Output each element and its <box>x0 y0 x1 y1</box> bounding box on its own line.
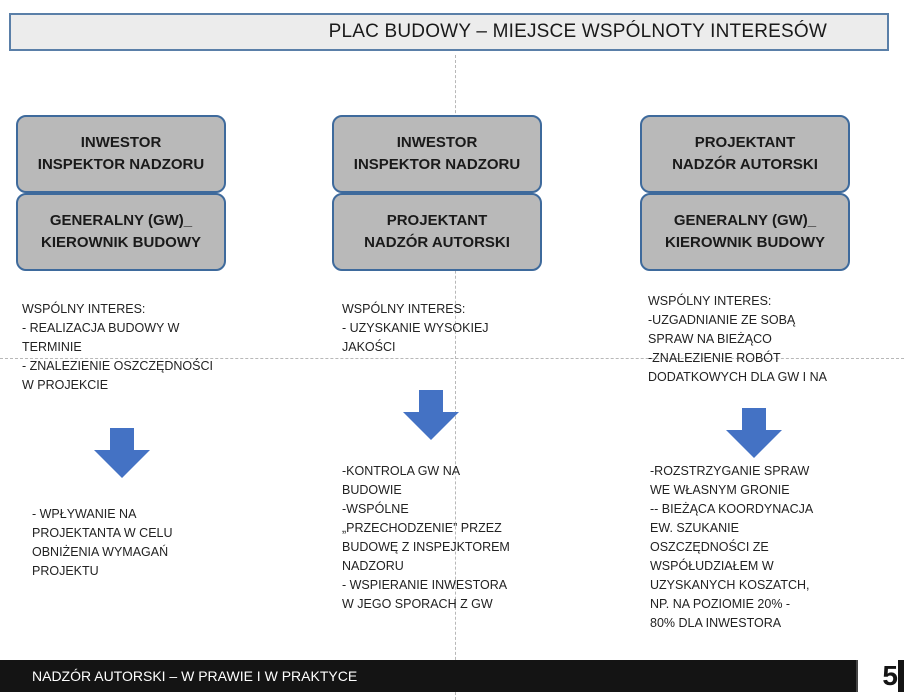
col1-interest-line: - ZNALEZIENIE OSZCZĘDNOŚCI <box>22 359 213 373</box>
col2-bottom-box: PROJEKTANT NADZÓR AUTORSKI <box>332 193 542 271</box>
col1-result-line: PROJEKTANTA W CELU <box>32 526 173 540</box>
col1-bottom-box: GENERALNY (GW)_ KIEROWNIK BUDOWY <box>16 193 226 271</box>
col2-interest-line: WSPÓLNY INTERES: <box>342 302 466 316</box>
page-number: 5 <box>858 660 898 692</box>
col3-interest-text: WSPÓLNY INTERES: -UZGADNIANIE ZE SOBĄ SP… <box>648 292 827 387</box>
col3-interest-line: SPRAW NA BIEŻĄCO <box>648 332 772 346</box>
col1-result-line: - WPŁYWANIE NA <box>32 507 137 521</box>
col3-result-line: NP. NA POZIOMIE 20% - <box>650 597 791 611</box>
col3-interest-line: WSPÓLNY INTERES: <box>648 294 772 308</box>
col3-result-line: -- BIEŻĄCA KOORDYNACJA <box>650 502 814 516</box>
col3-top-box-line1: PROJEKTANT <box>694 134 796 151</box>
col1-bottom-box-line1: GENERALNY (GW)_ <box>49 212 193 229</box>
col2-result-line: BUDOWĘ Z INSPEJKTOREM <box>342 540 510 554</box>
col3-result-text: -ROZSTRZYGANIE SPRAW WE WŁASNYM GRONIE -… <box>650 462 813 633</box>
col2-down-arrow-icon <box>403 390 459 440</box>
col1-interest-line: TERMINIE <box>22 340 82 354</box>
col2-result-line: -WSPÓLNE <box>342 502 409 516</box>
col3-result-line: OSZCZĘDNOŚCI ZE <box>650 540 769 554</box>
col1-interest-line: W PROJEKCIE <box>22 378 109 392</box>
col3-bottom-box: GENERALNY (GW)_ KIEROWNIK BUDOWY <box>640 193 850 271</box>
col2-top-box-line1: INWESTOR <box>396 134 478 151</box>
footer-bar: NADZÓR AUTORSKI – W PRAWIE I W PRAKTYCE <box>0 660 904 692</box>
col1-interest-text: WSPÓLNY INTERES: - REALIZACJA BUDOWY W T… <box>22 300 213 395</box>
col2-bottom-box-line2: NADZÓR AUTORSKI <box>364 234 510 251</box>
col1-down-arrow-icon <box>94 428 150 478</box>
col2-interest-line: JAKOŚCI <box>342 340 396 354</box>
col3-interest-line: -UZGADNIANIE ZE SOBĄ <box>648 313 796 327</box>
col3-result-line: WSPÓŁUDZIAŁEM W <box>650 559 774 573</box>
col3-result-line: UZYSKANYCH KOSZATCH, <box>650 578 810 592</box>
footer-text: NADZÓR AUTORSKI – W PRAWIE I W PRAKTYCE <box>32 668 358 684</box>
col3-result-line: -ROZSTRZYGANIE SPRAW <box>650 464 810 478</box>
slide-title: PLAC BUDOWY – MIEJSCE WSPÓLNOTY INTERESÓ… <box>9 13 889 51</box>
col3-interest-line: DODATKOWYCH DLA GW I NA <box>648 370 827 384</box>
horizontal-guide-line <box>0 358 904 359</box>
col2-interest-text: WSPÓLNY INTERES: - UZYSKANIE WYSOKIEJ JA… <box>342 300 489 357</box>
col3-bottom-box-line2: KIEROWNIK BUDOWY <box>665 234 825 251</box>
col3-down-arrow-icon <box>726 408 782 458</box>
vertical-guide-line <box>455 55 456 700</box>
col1-result-line: OBNIŻENIA WYMAGAŃ <box>32 545 169 559</box>
col1-interest-line: WSPÓLNY INTERES: <box>22 302 146 316</box>
col2-result-line: „PRZECHODZENIE” PRZEZ <box>342 521 502 535</box>
col3-result-line: EW. SZUKANIE <box>650 521 739 535</box>
col3-bottom-box-line1: GENERALNY (GW)_ <box>673 212 817 229</box>
col3-result-line: 80% DLA INWESTORA <box>650 616 782 630</box>
col2-result-line: NADZORU <box>342 559 404 573</box>
col1-result-line: PROJEKTU <box>32 564 99 578</box>
col3-top-box: PROJEKTANT NADZÓR AUTORSKI <box>640 115 850 193</box>
col2-bottom-box-line1: PROJEKTANT <box>386 212 488 229</box>
col2-top-box-line2: INSPEKTOR NADZORU <box>353 156 521 173</box>
col1-interest-line: - REALIZACJA BUDOWY W <box>22 321 180 335</box>
col2-result-line: -KONTROLA GW NA <box>342 464 461 478</box>
col1-top-box-line1: INWESTOR <box>80 134 162 151</box>
col2-result-line: - WSPIERANIE INWESTORA <box>342 578 508 592</box>
col1-top-box-line2: INSPEKTOR NADZORU <box>37 156 205 173</box>
col2-result-line: W JEGO SPORACH Z GW <box>342 597 493 611</box>
col1-top-box: INWESTOR INSPEKTOR NADZORU <box>16 115 226 193</box>
col2-result-line: BUDOWIE <box>342 483 402 497</box>
col3-result-line: WE WŁASNYM GRONIE <box>650 483 790 497</box>
col1-result-text: - WPŁYWANIE NA PROJEKTANTA W CELU OBNIŻE… <box>32 505 173 581</box>
col2-interest-line: - UZYSKANIE WYSOKIEJ <box>342 321 489 335</box>
col1-bottom-box-line2: KIEROWNIK BUDOWY <box>41 234 201 251</box>
col3-interest-line: -ZNALEZIENIE ROBÓT <box>648 351 781 365</box>
col2-top-box: INWESTOR INSPEKTOR NADZORU <box>332 115 542 193</box>
col3-top-box-line2: NADZÓR AUTORSKI <box>672 156 818 173</box>
col2-result-text: -KONTROLA GW NA BUDOWIE -WSPÓLNE „PRZECH… <box>342 462 510 614</box>
